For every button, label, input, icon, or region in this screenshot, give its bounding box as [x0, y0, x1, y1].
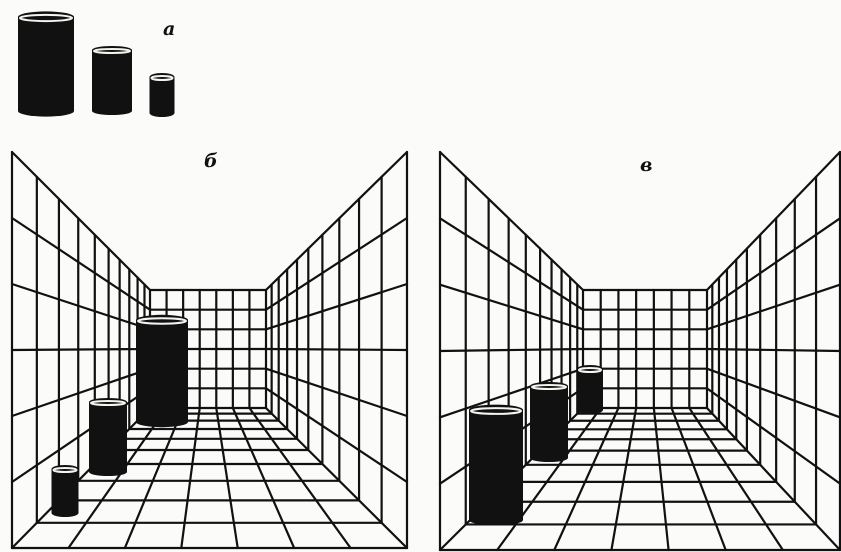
cylinder-near: [52, 465, 79, 517]
cylinder-base: [150, 109, 175, 117]
panel-b-corridor: [12, 152, 407, 548]
panel-v-corridor: [440, 152, 840, 550]
cylinder-far: [136, 315, 188, 427]
cylinder-body: [530, 386, 568, 458]
panel-label-a: а: [163, 20, 175, 39]
cylinder-body: [150, 77, 175, 113]
cylinder-large: [18, 11, 74, 116]
grid-line: [707, 218, 840, 309]
panel-a-cylinders: [18, 11, 175, 117]
cylinder-body: [92, 50, 132, 111]
grid-line: [12, 388, 150, 482]
grid-line: [266, 218, 407, 310]
cylinder-body: [577, 369, 603, 410]
panel-label-b: б: [204, 152, 218, 171]
cylinder-body: [136, 320, 188, 422]
grid-line: [440, 218, 583, 309]
cylinder-base: [530, 454, 568, 462]
cylinder-middle: [89, 398, 127, 476]
grid-line: [12, 218, 150, 310]
cylinder-base: [89, 468, 127, 476]
cylinder-body: [52, 469, 79, 513]
cylinder-middle: [530, 382, 568, 462]
cylinder-base: [577, 406, 603, 414]
cylinder-base: [18, 105, 74, 116]
cylinder-base: [52, 509, 79, 517]
cylinder-base: [469, 515, 523, 526]
cylinder-base: [92, 107, 132, 115]
grid-line: [266, 388, 407, 482]
grid-line: [707, 388, 840, 483]
grid-line: [12, 349, 150, 350]
cylinder-small: [150, 73, 175, 117]
cylinder-near: [469, 405, 523, 526]
cylinder-body: [18, 17, 74, 111]
grid-line: [266, 349, 407, 350]
cylinder-far: [577, 365, 603, 414]
cylinder-base: [136, 417, 188, 427]
cylinder-medium: [92, 46, 132, 115]
cylinder-body: [469, 410, 523, 520]
cylinder-body: [89, 402, 127, 472]
panel-label-v: в: [640, 156, 652, 175]
